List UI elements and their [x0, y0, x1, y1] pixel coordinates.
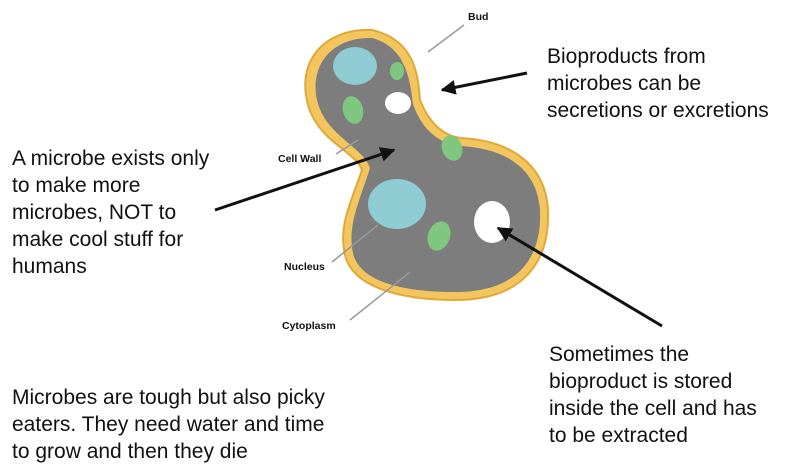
cytoplasm-label: Cytoplasm	[282, 320, 336, 332]
bioproducts-arrow	[442, 73, 527, 90]
stored-bioproduct-caption: Sometimes the bioproduct is stored insid…	[549, 341, 774, 449]
nucleus-small	[333, 47, 377, 85]
bud-leader-line	[428, 25, 464, 52]
cell-wall-label: Cell Wall	[278, 153, 321, 165]
microbe-purpose-caption: A microbe exists only to make more micro…	[12, 145, 217, 280]
tough-microbes-caption: Microbes are tough but also picky eaters…	[12, 384, 342, 465]
nucleus	[368, 179, 426, 229]
yeast-cell	[305, 30, 548, 300]
organelle	[390, 62, 404, 80]
vacuole-small	[385, 92, 411, 114]
nucleus-label: Nucleus	[284, 261, 325, 273]
bud-label: Bud	[468, 11, 488, 23]
bioproducts-caption: Bioproducts from microbes can be secreti…	[547, 43, 782, 124]
vacuole	[474, 201, 510, 243]
